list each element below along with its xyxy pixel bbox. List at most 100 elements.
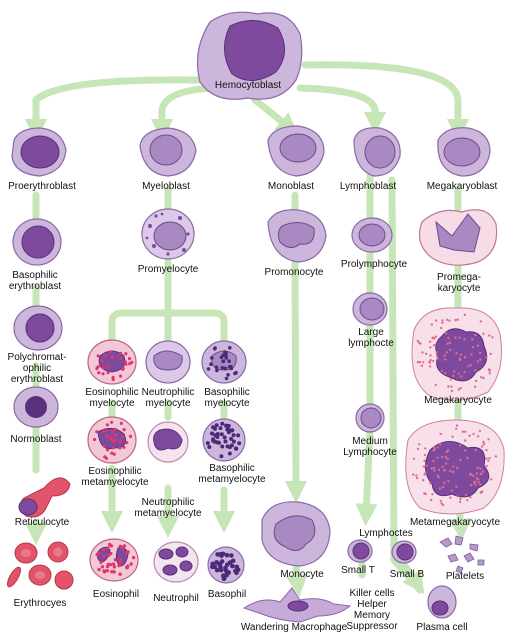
granule: [425, 464, 428, 467]
granule: [459, 444, 462, 447]
label-small-t: Small T: [341, 565, 375, 576]
granule: [452, 465, 455, 468]
granule: [429, 482, 432, 485]
small-t-lymphocyte-cell: [347, 539, 373, 563]
granule: [416, 361, 420, 364]
granule: [466, 499, 469, 502]
label-basophilic-metamyelocyte: Basophilic metamyelocyte: [198, 463, 266, 485]
granule: [479, 358, 482, 361]
granule: [488, 368, 491, 371]
granule: [434, 335, 437, 338]
granule: [464, 430, 467, 433]
granule: [124, 352, 128, 356]
granule: [224, 552, 230, 558]
plasma-cell: [427, 585, 457, 619]
granule: [420, 364, 424, 367]
granule: [129, 562, 133, 566]
granule: [100, 565, 105, 569]
granule: [229, 553, 234, 558]
granule: [101, 547, 106, 552]
granule: [210, 356, 214, 360]
granule: [471, 346, 474, 349]
granule: [97, 371, 101, 375]
granule: [448, 469, 452, 472]
basophilic-metamyelocyte-cell: [202, 418, 246, 462]
granule: [122, 445, 126, 449]
granule: [441, 503, 445, 507]
granule: [455, 424, 459, 427]
granule: [470, 484, 473, 487]
promyelocyte-cell: [141, 208, 195, 260]
granule: [96, 354, 100, 358]
label-promyelocyte: Promyelocyte: [137, 264, 199, 275]
granule: [473, 480, 477, 483]
granule: [445, 462, 448, 465]
granule: [130, 360, 134, 364]
label-neutrophilic-metamyelocyte: Neutrophilic metamyelocyte: [134, 497, 202, 519]
granule: [101, 366, 106, 370]
granule: [472, 432, 475, 436]
granule: [103, 354, 107, 358]
granule: [101, 372, 105, 376]
granule: [450, 385, 453, 388]
granule: [445, 351, 449, 354]
label-megakaryoblast: Megakaryoblast: [426, 181, 498, 192]
reticulocyte-cell: [18, 477, 71, 518]
granule: [118, 439, 123, 443]
granule: [442, 469, 446, 472]
granule: [111, 375, 115, 379]
granule: [474, 379, 478, 383]
granule: [488, 457, 491, 460]
granule: [105, 423, 109, 427]
granule: [209, 362, 213, 367]
granule: [421, 351, 424, 354]
basophil-cell: [207, 546, 245, 584]
granule: [489, 352, 492, 355]
label-metamegakaryocyte: Metamegakaryocyte: [409, 517, 501, 528]
polychromatophilic-erythroblast-cell: [13, 305, 63, 351]
granule: [415, 474, 418, 477]
granule: [218, 551, 224, 557]
granule: [450, 489, 453, 492]
granule: [111, 429, 115, 433]
granule: [121, 366, 125, 371]
granule: [99, 560, 103, 564]
granule: [220, 421, 225, 426]
granule: [473, 385, 477, 388]
granule: [476, 344, 480, 347]
granule: [440, 369, 444, 373]
small-b-lymphocyte-cell: [391, 540, 417, 564]
granule: [435, 351, 438, 354]
granule: [215, 552, 220, 557]
granule: [482, 332, 485, 335]
granule: [122, 544, 127, 548]
granule: [429, 358, 432, 362]
granule: [110, 451, 114, 455]
label-basophilic-myelocyte: Basophilic myelocyte: [204, 387, 250, 409]
granule: [478, 429, 482, 433]
granule: [429, 346, 432, 349]
granule: [125, 566, 129, 570]
granule: [451, 470, 454, 474]
granule: [422, 479, 425, 482]
label-myeloblast: Myeloblast: [142, 181, 190, 192]
granule: [127, 357, 132, 361]
granule: [215, 432, 220, 436]
granule: [432, 344, 436, 347]
granule: [95, 430, 99, 434]
granule: [125, 441, 129, 445]
granule: [213, 439, 217, 444]
granule: [456, 318, 459, 321]
granule: [223, 350, 227, 354]
granule: [445, 318, 449, 321]
granule: [480, 376, 483, 379]
granule: [119, 356, 123, 360]
granule: [463, 356, 467, 359]
granule: [213, 426, 217, 431]
granule: [219, 432, 224, 437]
eosinophilic-metamyelocyte-cell: [87, 416, 137, 464]
granule: [96, 551, 101, 555]
granule: [429, 498, 433, 502]
granule: [441, 321, 444, 324]
granule: [205, 441, 210, 446]
